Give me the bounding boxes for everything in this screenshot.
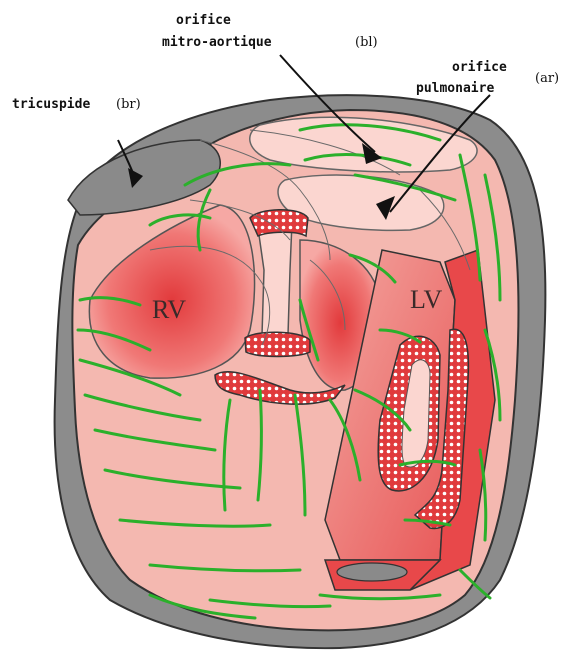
pulmonaire-line1: orifice [452, 60, 507, 75]
lv-apex-opening [337, 563, 407, 581]
mitro-code: (bl) [355, 35, 378, 50]
mitro-line1: orifice [176, 13, 231, 28]
label-mitro-aortique: orifice mitro-aortique (bl) [162, 13, 378, 50]
lv-label: LV [410, 285, 442, 314]
pulmonaire-code: (ar) [535, 71, 559, 86]
rv-label: RV [152, 295, 186, 324]
label-pulmonaire: orifice pulmonaire (ar) [416, 60, 559, 96]
mitro-line2: mitro-aortique [162, 35, 272, 50]
septum-top-ring [250, 210, 308, 236]
tricuspide-code: (br) [116, 97, 141, 112]
tricuspide-text: tricuspide [12, 97, 90, 112]
septum-mid-ring [245, 332, 310, 356]
pulmonaire-line2: pulmonaire [416, 81, 494, 96]
label-tricuspide: tricuspide (br) [12, 97, 141, 112]
